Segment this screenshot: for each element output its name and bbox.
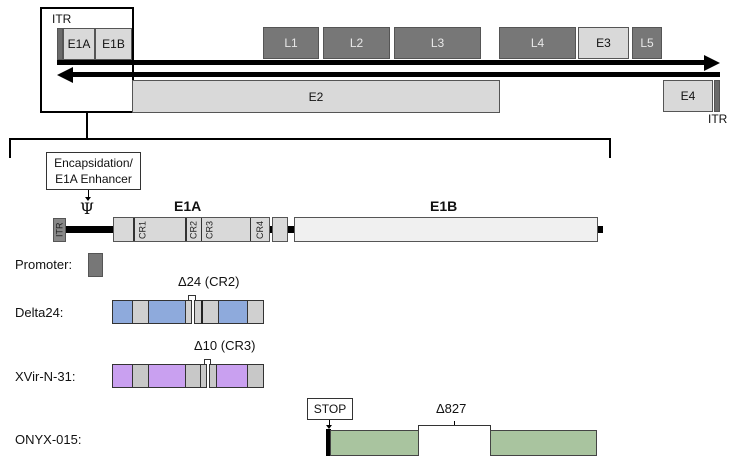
bracket-top: [9, 138, 611, 140]
gene-l3: L3: [394, 27, 481, 59]
e1a-exon-2: [272, 217, 288, 242]
gene-e3: E3: [578, 27, 629, 59]
onyx-deletion-marker: [418, 425, 491, 430]
promoter-legend-label: Promoter:: [15, 257, 73, 272]
stop-pointer-head-icon: [326, 425, 332, 429]
gene-e1b: E1B: [95, 28, 132, 60]
gene-l1: L1: [263, 27, 319, 59]
xvir-label: XVir-N-31:: [15, 369, 76, 384]
xvir-deletion-marker: [204, 359, 211, 364]
onyx-e1b-segment-2: [490, 430, 597, 456]
xvir-deletion-label: Δ10 (CR3): [194, 338, 256, 353]
bracket-stem: [86, 113, 88, 139]
onyx-deletion-label: Δ827: [436, 401, 467, 416]
e1b-gene: [294, 217, 598, 242]
forward-strand-arrow: [57, 60, 705, 65]
onyx-label: ONYX-015:: [15, 432, 82, 447]
cr3-region: CR3: [201, 218, 217, 241]
cr4-region: CR4: [255, 220, 265, 239]
promoter-swatch: [88, 253, 103, 277]
cr1-region: CR1: [134, 218, 150, 241]
cr2-region: CR2: [186, 218, 200, 241]
delta24-deletion-marker: [188, 295, 196, 300]
reverse-strand-arrow: [72, 72, 720, 77]
gene-l5: L5: [632, 27, 662, 59]
forward-arrowhead-icon: [704, 55, 720, 71]
enhancer-pointer-head-icon: [85, 197, 91, 201]
gene-e4: E4: [663, 80, 713, 112]
onyx-deletion-tick: [454, 421, 455, 425]
itr-right-block: [714, 80, 720, 112]
enhancer-pointer: [88, 190, 89, 198]
gene-l2: L2: [323, 27, 390, 59]
itr-block: ITR: [53, 218, 66, 242]
delta24-construct: [112, 300, 264, 324]
gene-e2: E2: [132, 80, 500, 113]
bracket-left-leg: [9, 138, 11, 158]
enhancer-box: Encapsidation/ E1A Enhancer: [46, 152, 141, 190]
psi-symbol: Ψ: [80, 199, 95, 218]
stop-codon-mark: [326, 429, 331, 456]
stop-box: STOP: [307, 398, 353, 420]
gene-l4: L4: [499, 27, 576, 59]
delta24-deletion-label: Δ24 (CR2): [178, 274, 240, 289]
delta24-label: Delta24:: [15, 305, 64, 320]
bracket-right-leg: [609, 138, 611, 158]
e1a-heading: E1A: [174, 198, 202, 214]
e1b-heading: E1B: [430, 198, 458, 214]
stop-pointer: [329, 420, 330, 426]
reverse-arrowhead-icon: [57, 67, 73, 83]
itr-right-label: ITR: [708, 112, 728, 126]
onyx-e1b-segment-1: [330, 430, 419, 456]
xvir-construct: [112, 364, 264, 388]
itr-left-block: [57, 28, 63, 60]
gene-e1a: E1A: [63, 28, 95, 60]
itr-left-label: ITR: [52, 12, 72, 26]
e1a-exon-1: CR1 CR2 CR3 CR4: [113, 217, 270, 242]
